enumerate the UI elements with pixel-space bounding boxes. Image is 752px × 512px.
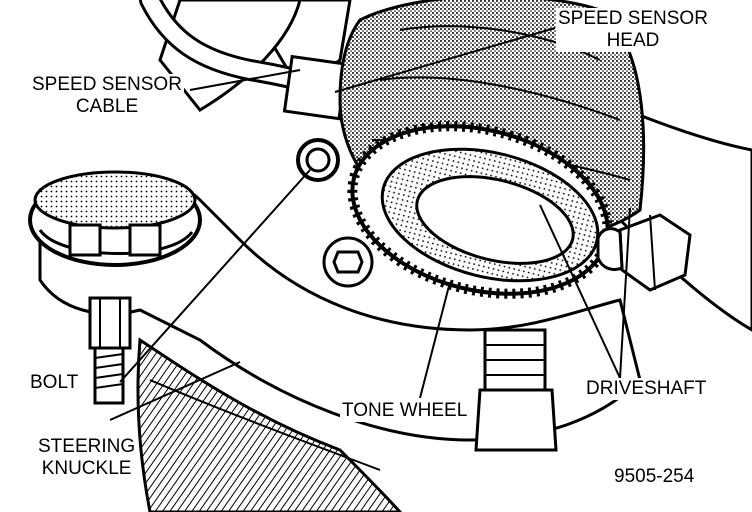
label-driveshaft: DRIVESHAFT xyxy=(584,378,709,400)
label-speed-sensor-head: SPEED SENSOR HEAD xyxy=(556,8,710,52)
bolt xyxy=(88,296,132,405)
figure-number: 9505-254 xyxy=(612,466,697,488)
tie-rod-stud xyxy=(474,328,558,452)
label-line: CABLE xyxy=(75,96,139,117)
label-speed-sensor-cable: SPEED SENSOR CABLE xyxy=(30,74,184,118)
leader-lines xyxy=(109,27,631,421)
label-steering-knuckle: STEERING KNUCKLE xyxy=(36,436,138,480)
label-line: HEAD xyxy=(606,30,660,51)
label-line: STEERING xyxy=(38,436,136,457)
sensor-mount-bolt xyxy=(296,138,374,288)
castle-nut xyxy=(596,213,692,292)
label-line: SPEED SENSOR xyxy=(558,8,708,29)
label-line: KNUCKLE xyxy=(41,458,132,479)
ball-joint xyxy=(28,170,202,267)
label-bolt: BOLT xyxy=(28,372,81,394)
label-tone-wheel: TONE WHEEL xyxy=(340,400,470,422)
label-line: SPEED SENSOR xyxy=(32,74,182,95)
speed-sensor-cable xyxy=(139,0,349,121)
